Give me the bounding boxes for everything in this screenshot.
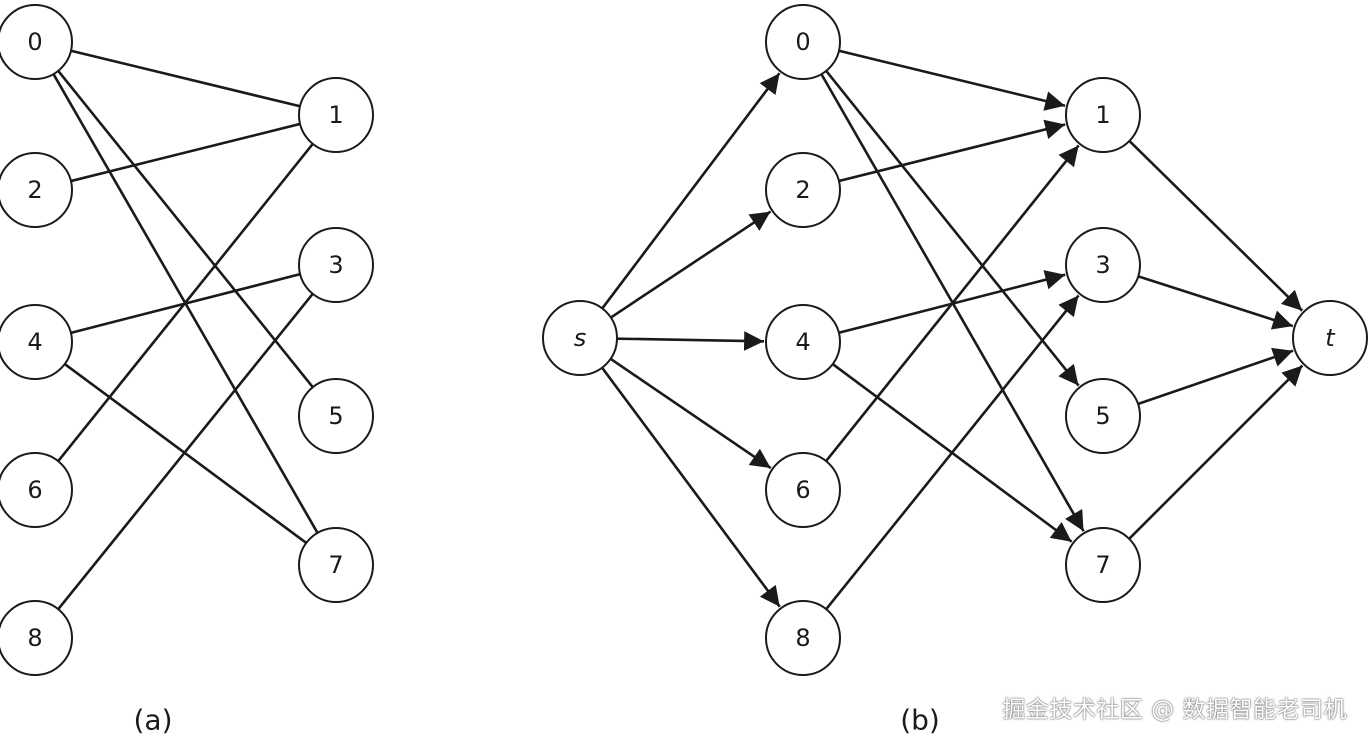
graph-b-node-label-3: 3 — [1095, 251, 1110, 279]
graph-b-edge-6-1 — [825, 144, 1080, 462]
graph-b-edge-1-t — [1128, 140, 1304, 312]
graph-a-edge-6-1 — [57, 143, 314, 462]
graph-a-nodes: 0 2 4 6 8 1 3 5 7 — [0, 4, 374, 676]
graph-a-node-label-7: 7 — [328, 551, 343, 579]
graph-b-node-label-8: 8 — [795, 624, 810, 652]
graph-b-edge-2-1 — [838, 119, 1066, 183]
graph-b-edge-3-t — [1137, 275, 1294, 330]
graph-a-edge-2-1 — [70, 122, 301, 183]
graph-b-edge-8-3 — [825, 294, 1080, 610]
graph-b-node-circle-2 — [765, 152, 841, 228]
graph-a-edge-8-3 — [57, 292, 314, 611]
graph-a-node-label-1: 1 — [328, 101, 343, 129]
graph-a-node-label-5: 5 — [328, 402, 343, 430]
graph-a-node-2: 2 — [0, 152, 73, 228]
graph-a-node-circle-2 — [0, 152, 73, 228]
graph-b-caption: (b) — [900, 704, 940, 737]
graph-a-edge-0-1 — [70, 49, 301, 108]
graph-b-edge-s-2 — [610, 210, 772, 319]
graph-b-edge-5-t — [1137, 347, 1294, 406]
graph-a-node-circle-7 — [298, 527, 374, 603]
graph-b-node-circle-8 — [765, 600, 841, 676]
graph-b-node-circle-1 — [1065, 77, 1141, 153]
graph-b-node-circle-7 — [1065, 527, 1141, 603]
watermark: 掘金技术社区 @ 数据智能老司机 — [1002, 697, 1347, 723]
graph-a-node-8: 8 — [0, 600, 73, 676]
graph-b-node-label-6: 6 — [795, 476, 810, 504]
graph-b-edge-s-8 — [601, 366, 781, 608]
graph-a-node-5: 5 — [298, 378, 374, 454]
graph-b-node-label-4: 4 — [795, 328, 810, 356]
graph-a-node-label-8: 8 — [27, 624, 42, 652]
graph-b-edge-s-6 — [609, 357, 772, 470]
graph-a-node-6: 6 — [0, 452, 73, 528]
graph-b-node-label-1: 1 — [1095, 101, 1110, 129]
graph-b-node-label-2: 2 — [795, 176, 810, 204]
graph-b-node-circle-6 — [765, 452, 841, 528]
graph-b-node-circle-5 — [1065, 378, 1141, 454]
graph-b-edge-s-0 — [601, 72, 781, 310]
graph-b-nodes: s 0 2 4 6 8 1 3 5 7 t — [542, 4, 1368, 676]
graph-a-node-circle-0 — [0, 4, 73, 80]
graph-a-node-label-2: 2 — [27, 176, 42, 204]
graph-a-node-7: 7 — [298, 527, 374, 603]
graph-a-edges — [52, 49, 319, 611]
graph-a-node-label-3: 3 — [328, 251, 343, 279]
graph-b-node-5: 5 — [1065, 378, 1141, 454]
graph-b-node-s: s — [542, 300, 618, 376]
graph-a-node-4: 4 — [0, 304, 73, 380]
graph-b-edges — [601, 49, 1304, 610]
graph-b-edge-0-5 — [825, 70, 1080, 387]
graph-a-node-label-0: 0 — [27, 28, 42, 56]
graph-b-node-7: 7 — [1065, 527, 1141, 603]
graph-b-node-t: t — [1292, 300, 1368, 376]
graph-a-node-1: 1 — [298, 77, 374, 153]
graph-a-node-circle-8 — [0, 600, 73, 676]
graph-a: 0 2 4 6 8 1 3 5 7 (a) — [0, 4, 374, 737]
graph-a-node-label-6: 6 — [27, 476, 42, 504]
graph-a-node-circle-6 — [0, 452, 73, 528]
graph-a-node-circle-4 — [0, 304, 73, 380]
graph-b-node-circle-s — [542, 300, 618, 376]
graph-b-edge-s-4 — [616, 331, 765, 351]
graph-b-node-label-s: s — [574, 324, 587, 352]
graph-a-node-label-4: 4 — [27, 328, 42, 356]
graph-a-edge-0-5 — [57, 70, 314, 388]
graph-b-node-6: 6 — [765, 452, 841, 528]
graph-b-node-1: 1 — [1065, 77, 1141, 153]
graph-b-node-8: 8 — [765, 600, 841, 676]
graph-b-node-label-0: 0 — [795, 28, 810, 56]
graph-a-node-circle-3 — [298, 227, 374, 303]
graph-b-node-label-t: t — [1325, 324, 1336, 352]
graph-b-node-circle-t — [1292, 300, 1368, 376]
graph-b-node-circle-3 — [1065, 227, 1141, 303]
graph-a-node-3: 3 — [298, 227, 374, 303]
graph-b-node-circle-0 — [765, 4, 841, 80]
graph-b: s 0 2 4 6 8 1 3 5 7 t (b) — [542, 4, 1368, 737]
graph-a-node-circle-1 — [298, 77, 374, 153]
graph-b-node-2: 2 — [765, 152, 841, 228]
graph-b-node-circle-4 — [765, 304, 841, 380]
graph-b-edge-0-1 — [838, 49, 1066, 111]
graph-a-node-0: 0 — [0, 4, 73, 80]
graph-b-node-3: 3 — [1065, 227, 1141, 303]
graph-b-node-4: 4 — [765, 304, 841, 380]
graph-b-node-0: 0 — [765, 4, 841, 80]
graph-b-edge-7-t — [1128, 364, 1304, 540]
graph-b-node-label-7: 7 — [1095, 551, 1110, 579]
graph-b-node-label-5: 5 — [1095, 402, 1110, 430]
graph-a-caption: (a) — [133, 704, 172, 737]
graph-a-node-circle-5 — [298, 378, 374, 454]
